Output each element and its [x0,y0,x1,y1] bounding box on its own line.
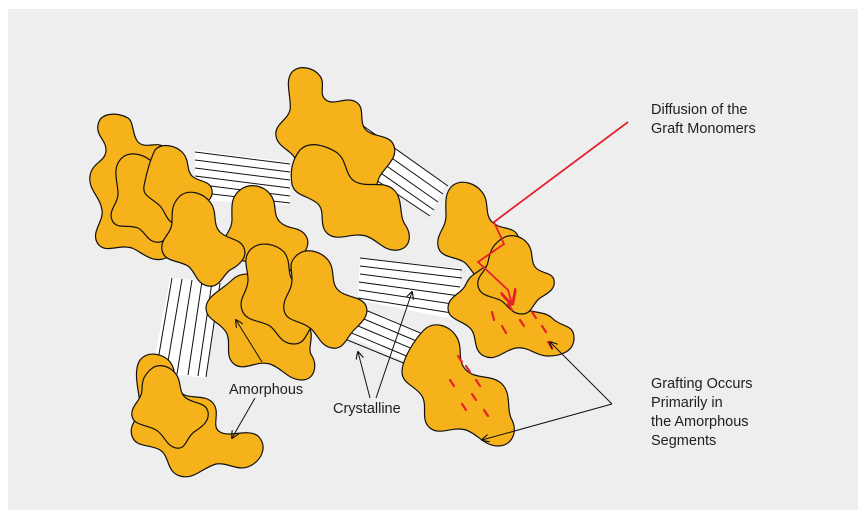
grafting-label-line3: the Amorphous [651,413,753,432]
amorphous-label: Amorphous [229,381,303,400]
amorphous-pointer-lower [232,398,255,438]
amorphous-cluster-right [402,182,574,446]
grafting-label-line1: Grafting Occurs [651,375,753,394]
diffusion-label: Diffusion of the Graft Monomers [651,101,756,139]
crystalline-region-center [358,258,462,320]
crystalline-label: Crystalline [333,400,401,419]
crystalline-pointer-left [358,352,370,398]
grafting-pointer-upper [550,342,612,404]
diffusion-label-line2: Graft Monomers [651,120,756,139]
grafting-label-line4: Segments [651,432,753,451]
diffusion-label-line1: Diffusion of the [651,101,756,120]
grafting-label-line2: Primarily in [651,394,753,413]
grafting-label: Grafting Occurs Primarily in the Amorpho… [651,375,753,451]
